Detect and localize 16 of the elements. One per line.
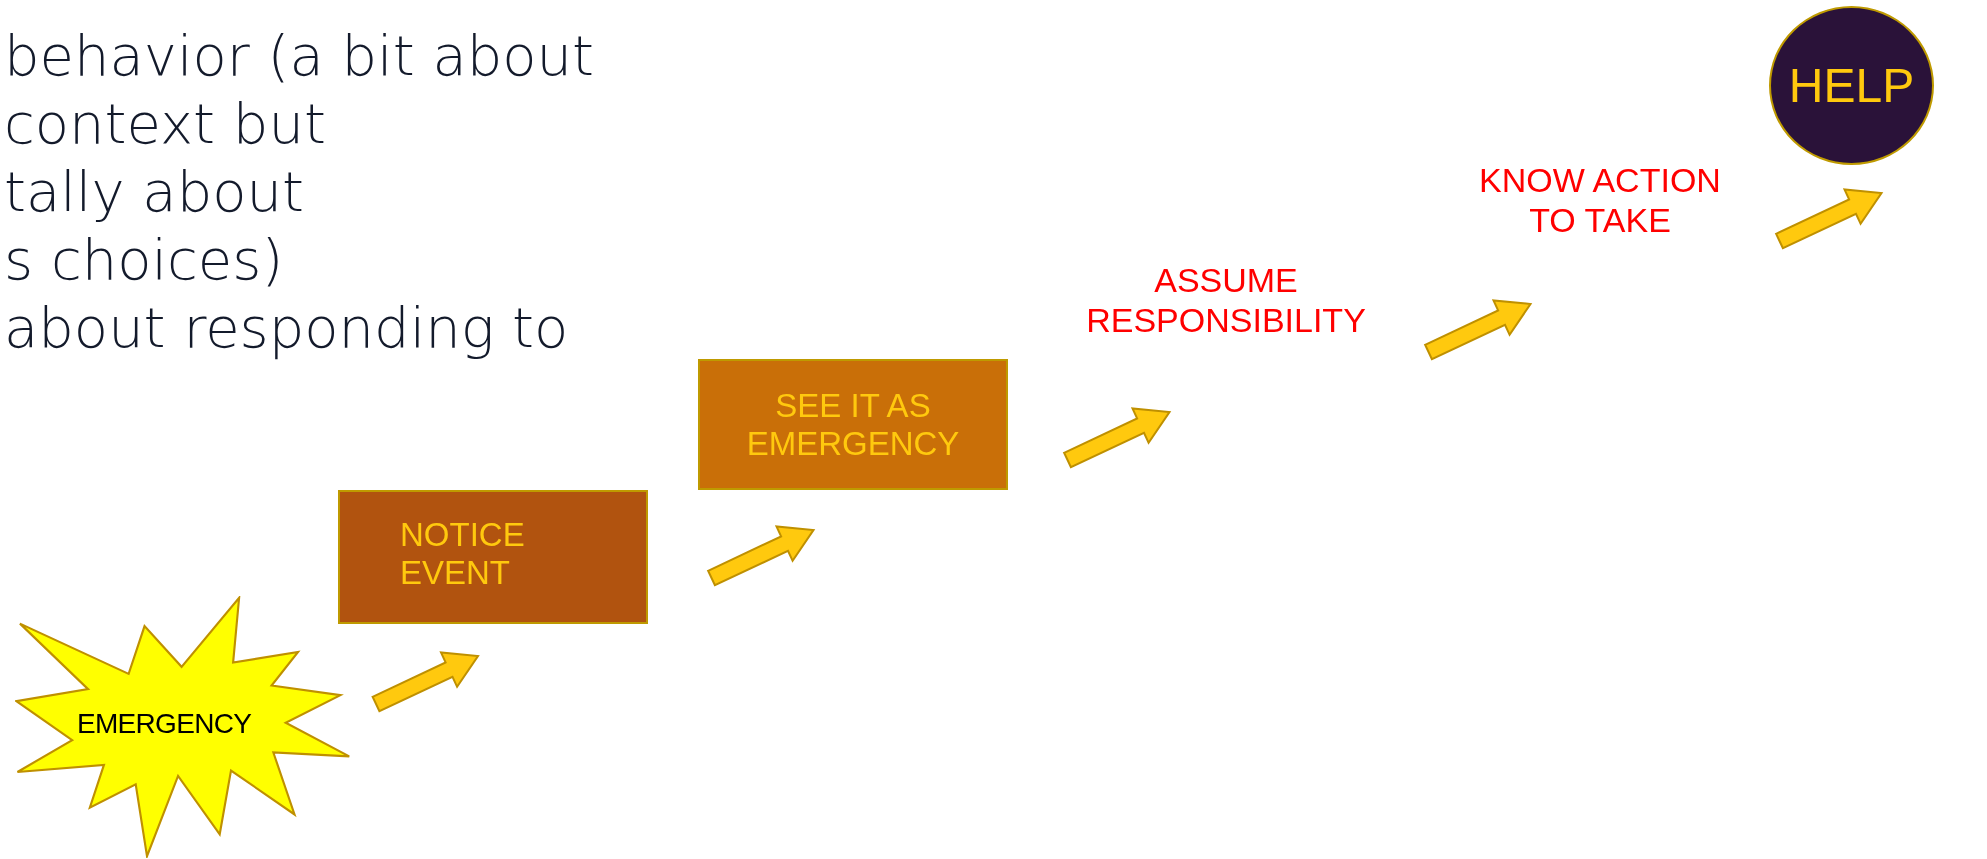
block-arrow	[371, 651, 480, 713]
body-text: behavior (a bit about	[4, 24, 594, 88]
node-label: EMERGENCY	[77, 710, 252, 738]
body-text: context but	[4, 92, 326, 156]
block-arrow	[1423, 299, 1533, 361]
process-box: NOTICE EVENT	[338, 490, 648, 624]
step-label: KNOW ACTION TO TAKE	[1460, 160, 1740, 250]
step-label: ASSUME RESPONSIBILITY	[1056, 260, 1396, 350]
block-arrow	[1774, 188, 1884, 250]
body-text: tally about	[4, 160, 304, 224]
goal-ellipse: HELP	[1769, 6, 1934, 165]
body-text: s choices)	[4, 228, 284, 292]
block-arrow	[706, 525, 816, 587]
body-text: about responding to	[4, 296, 569, 360]
block-arrow	[1062, 407, 1172, 469]
process-box: SEE IT AS EMERGENCY	[698, 359, 1008, 490]
